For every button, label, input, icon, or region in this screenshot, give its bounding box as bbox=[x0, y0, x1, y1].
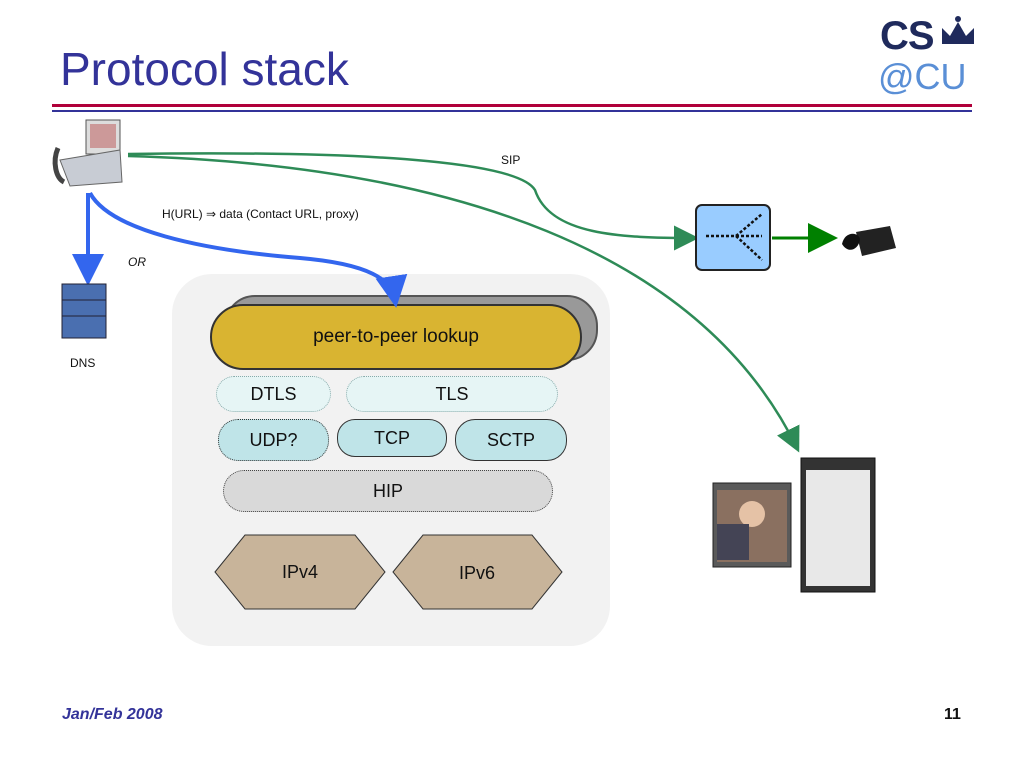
sip-arrow-to-client bbox=[127, 154, 800, 453]
ipv4-label: IPv4 bbox=[282, 562, 319, 582]
logo-cu-text: @CU bbox=[878, 56, 967, 97]
crown-icon bbox=[942, 16, 974, 44]
title-rule-red bbox=[52, 104, 972, 107]
footer-date: Jan/Feb 2008 bbox=[62, 706, 163, 723]
hurl-label: H(URL) ⇒ data (Contact URL, proxy) bbox=[162, 207, 359, 221]
hip-layer: HIP bbox=[223, 470, 553, 512]
sip-label: SIP bbox=[501, 153, 521, 167]
video-phone-icon bbox=[52, 119, 123, 187]
tls-layer: TLS bbox=[346, 376, 558, 412]
ipv6-label: IPv6 bbox=[459, 563, 496, 583]
or-label: OR bbox=[128, 255, 146, 269]
p2p-lookup-arrow bbox=[88, 191, 408, 308]
page-number: 11 bbox=[944, 706, 961, 723]
desk-phone-icon bbox=[842, 226, 896, 256]
dtls-layer: DTLS bbox=[216, 376, 331, 412]
dns-server-icon bbox=[61, 283, 107, 339]
slide-title: Protocol stack bbox=[60, 43, 349, 95]
udp-layer: UDP? bbox=[218, 419, 329, 461]
proxy-fanout-icon bbox=[706, 213, 763, 261]
sip-proxy-box bbox=[695, 204, 771, 271]
buddy-list-window bbox=[800, 457, 876, 593]
title-rule-blue bbox=[52, 110, 972, 112]
dns-label: DNS bbox=[70, 356, 96, 370]
sip-arrow-to-proxy bbox=[127, 152, 699, 251]
tcp-layer: TCP bbox=[337, 419, 447, 457]
video-client-window bbox=[712, 482, 792, 568]
ipv6-hexagon bbox=[392, 534, 563, 610]
logo-cs-text: CS bbox=[880, 14, 935, 58]
sctp-layer: SCTP bbox=[455, 419, 567, 461]
ipv4-hexagon bbox=[214, 534, 386, 610]
